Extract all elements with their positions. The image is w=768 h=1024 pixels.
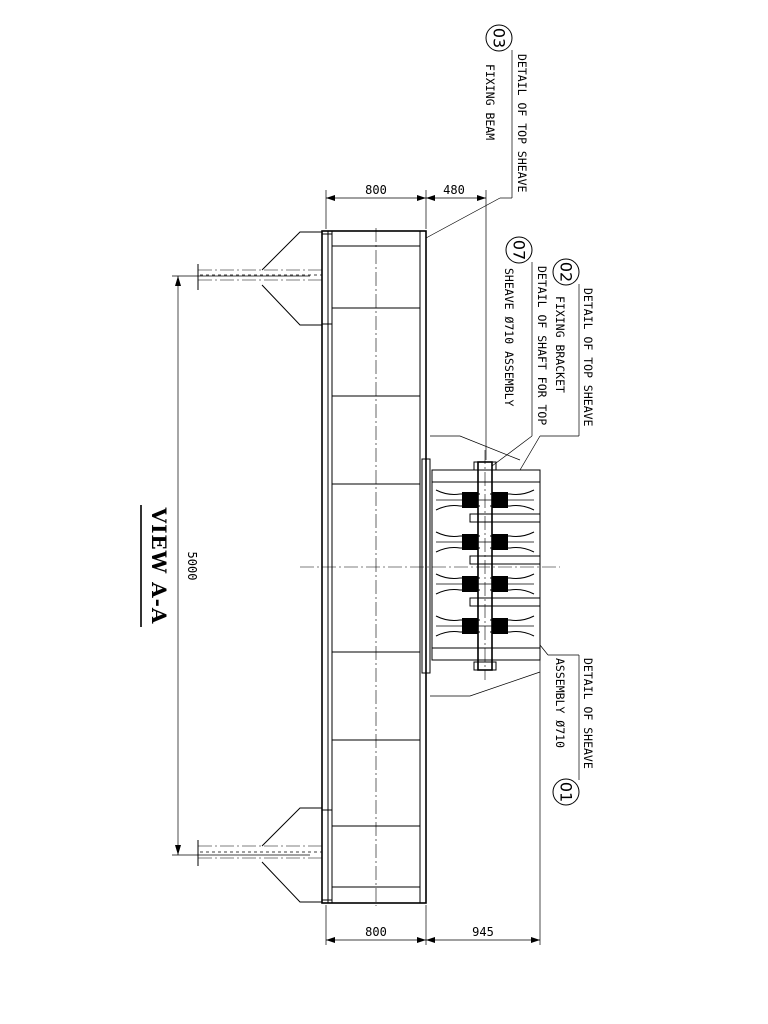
support-column-top — [197, 231, 322, 326]
dimension-top-right-label: 480 — [443, 183, 465, 197]
callout-01: 01 DETAIL OF SHEAVE ASSEMBLY Ø710 — [539, 644, 595, 806]
callout-subtitle: FIXING BEAM — [483, 64, 497, 140]
callout-number: 01 — [557, 782, 576, 802]
callout-number: 07 — [510, 240, 529, 260]
sheave-fixing-bracket — [421, 435, 541, 697]
callout-title: DETAIL OF SHAFT FOR TOP — [535, 266, 549, 425]
callout-subtitle: ASSEMBLY Ø710 — [553, 658, 567, 748]
sheave-4 — [435, 615, 535, 637]
callout-subtitle: FIXING BRACKET — [553, 296, 567, 393]
callout-03: 03 DETAIL OF TOP SHEAVE FIXING BEAM — [425, 24, 529, 239]
callout-title: DETAIL OF TOP SHEAVE — [515, 54, 529, 193]
sheave-shaft — [473, 450, 497, 680]
callout-title: DETAIL OF TOP SHEAVE — [581, 288, 595, 427]
dimension-top: 800 480 — [325, 183, 487, 460]
callout-07: 07 DETAIL OF SHAFT FOR TOP SHEAVE Ø710 A… — [491, 236, 549, 467]
callout-title: DETAIL OF SHEAVE — [581, 658, 595, 769]
sheave-2 — [435, 531, 535, 553]
dimension-overall-length: 5000 — [172, 275, 310, 856]
callout-bubble — [485, 24, 513, 52]
callout-02: 02 DETAIL OF TOP SHEAVE FIXING BRACKET — [519, 258, 595, 471]
callout-bubble — [552, 258, 580, 286]
sheave-3 — [435, 573, 535, 595]
dimension-top-left-label: 800 — [365, 183, 387, 197]
dimension-bottom: 800 945 — [325, 650, 541, 945]
dimension-bottom-right-label: 945 — [472, 925, 494, 939]
callout-subtitle: SHEAVE Ø710 ASSEMBLY — [502, 268, 516, 407]
view-title-text: VIEW A-A — [147, 507, 171, 625]
sheave-1 — [435, 489, 535, 511]
dimension-bottom-left-label: 800 — [365, 925, 387, 939]
callout-bubble — [505, 236, 533, 264]
callout-bubble — [552, 778, 580, 806]
callout-number: 03 — [490, 28, 509, 48]
support-column-bottom — [197, 807, 322, 903]
view-title: VIEW A-A — [140, 505, 171, 627]
dimension-overall-length-label: 5000 — [185, 552, 199, 581]
callout-number: 02 — [557, 262, 576, 282]
